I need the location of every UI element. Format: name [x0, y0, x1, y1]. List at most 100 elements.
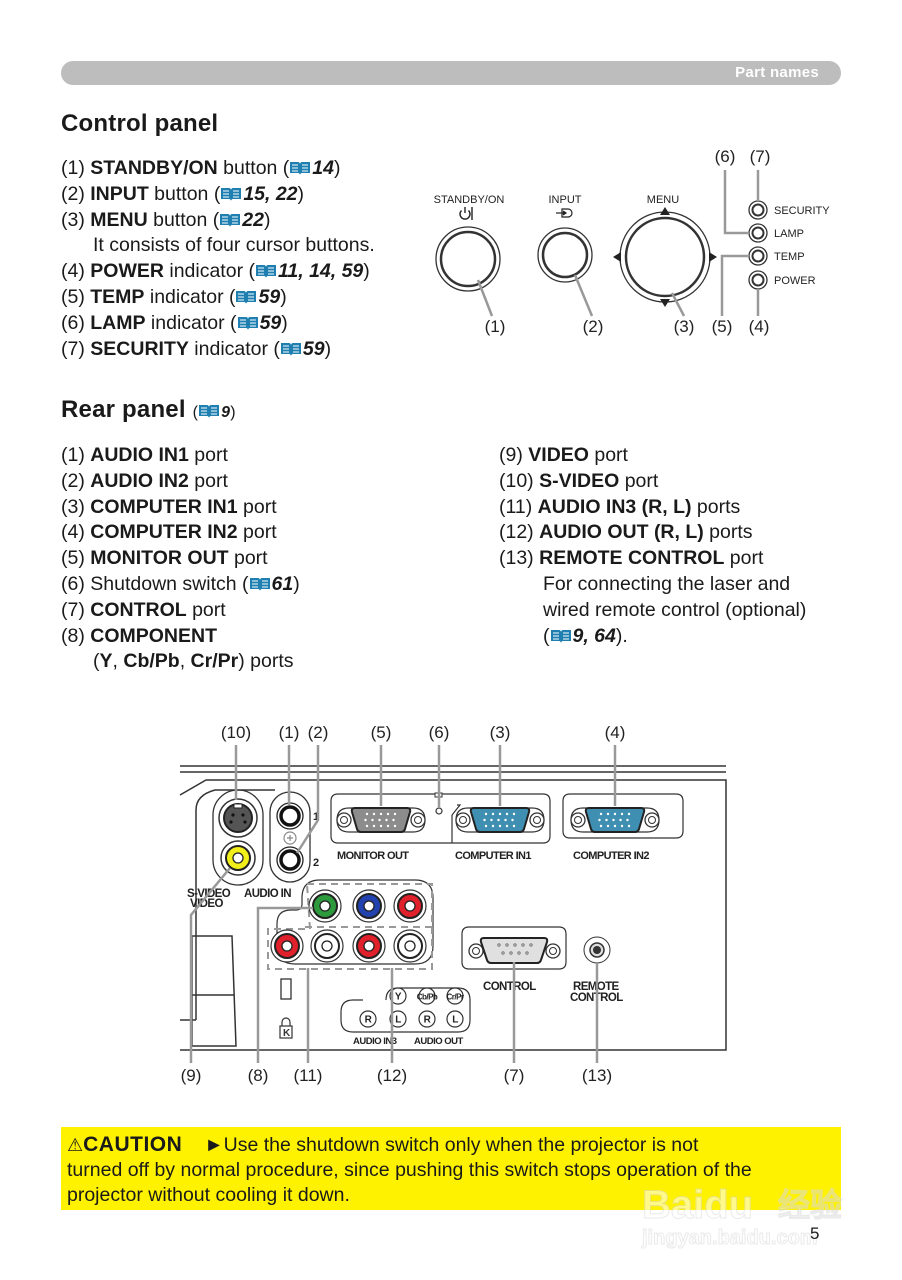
control-port[interactable]	[468, 937, 561, 964]
video-port[interactable]	[220, 840, 256, 876]
page-ref[interactable]: 59	[302, 337, 325, 360]
audio-in3-r-port[interactable]	[270, 929, 304, 963]
remote-note-1: For connecting the laser and	[543, 572, 791, 595]
page-ref[interactable]: 22	[242, 208, 264, 231]
menu-label: MENU	[647, 194, 679, 206]
computer-in1-label: COMPUTER IN1	[455, 850, 531, 862]
menu-button[interactable]	[619, 211, 711, 303]
monitor-out-port[interactable]	[336, 807, 426, 833]
component-y-port[interactable]	[308, 889, 342, 923]
rear-item-13: (13) REMOTE CONTROL port	[499, 547, 764, 570]
book-ref-icon	[237, 315, 259, 331]
section-label: Part names	[735, 64, 819, 81]
rear-item-12: (12) AUDIO OUT (R, L) ports	[499, 521, 753, 544]
rear-item-6: (6) Shutdown switch (61)	[61, 572, 300, 595]
cr-pr-label: Cr/Pr	[446, 987, 464, 1005]
control-item-5: (5) TEMP indicator (59)	[61, 285, 287, 308]
page-ref[interactable]: 9, 64	[572, 624, 616, 647]
audio-in-housing	[269, 791, 311, 883]
security-indicator	[748, 200, 768, 220]
callout-6: (6)	[715, 147, 736, 166]
rear-callout-4: (4)	[605, 723, 626, 742]
svideo-port[interactable]	[218, 798, 258, 838]
cb-pb-label: Cb/Pb	[417, 987, 438, 1005]
book-ref-icon	[219, 212, 241, 228]
standby-label: STANDBY/ON	[434, 194, 505, 206]
page-ref[interactable]: 15, 22	[243, 182, 298, 205]
arrow-icon: ►	[204, 1134, 224, 1156]
audio-in3-r-label: R	[359, 1010, 377, 1028]
temp-label: TEMP	[774, 251, 805, 263]
rear-callout-7: (7)	[504, 1066, 525, 1085]
control-panel-list: (1) STANDBY/ON button (14) (2) INPUT but…	[61, 156, 375, 362]
book-ref-icon	[249, 576, 271, 592]
rear-item-4: (4) COMPUTER IN2 port	[61, 521, 277, 544]
rear-callout-3: (3)	[490, 723, 511, 742]
rear-panel-title-row: Rear panel (9)	[61, 396, 236, 423]
callout-1: (1)	[485, 317, 506, 336]
input-symbol-icon	[556, 208, 573, 218]
rear-item-1: (1) AUDIO IN1 port	[61, 444, 228, 466]
rear-panel-diagram: 1 2 S-VIDEO VIDEO AUDIO IN MONITOR OUT C…	[179, 723, 727, 1085]
component-cb-port[interactable]	[352, 889, 386, 923]
svg-text:Cr/Pr: Cr/Pr	[446, 993, 463, 1002]
rear-panel-title: Rear panel	[61, 396, 186, 423]
rear-item-10: (10) S-VIDEO port	[499, 469, 659, 492]
page-ref[interactable]: 59	[259, 311, 282, 334]
svg-text:R: R	[365, 1015, 373, 1026]
caution-title: CAUTION	[83, 1133, 183, 1156]
section-header-bar: Part names	[61, 61, 841, 85]
audio-in3-l-port[interactable]	[310, 929, 344, 963]
audio-in2-port[interactable]	[276, 846, 304, 874]
audio-out-label: AUDIO OUT	[414, 1036, 464, 1047]
page-ref[interactable]: 11, 14, 59	[277, 260, 364, 283]
callout-4: (4)	[749, 317, 770, 336]
audio-in1-port[interactable]	[276, 802, 304, 830]
audio-in-label: AUDIO IN	[244, 888, 291, 900]
svg-text:L: L	[452, 1015, 458, 1026]
component-cr-port[interactable]	[393, 889, 427, 923]
rear-callout-11: (11)	[294, 1066, 323, 1085]
control-item-3: (3) MENU button (22)	[61, 208, 271, 231]
page-ref[interactable]: 61	[271, 572, 294, 595]
rear-item-9: (9) VIDEO port	[499, 444, 628, 466]
rear-callout-6: (6)	[429, 723, 450, 742]
audio-out-r-label: R	[418, 1010, 436, 1028]
callout-leaders	[476, 170, 760, 317]
power-symbol-icon	[459, 207, 473, 220]
audio-out-r-port[interactable]	[352, 929, 386, 963]
component-note: (Y, Cb/Pb, Cr/Pr) ports	[93, 650, 294, 673]
rear-panel-list-right: (9) VIDEO port (10) S-VIDEO port (11) AU…	[499, 443, 806, 649]
rear-callout-9: (9)	[181, 1066, 202, 1085]
page-ref[interactable]: 59	[258, 285, 281, 308]
callout-5: (5)	[712, 317, 733, 336]
computer-in1-port[interactable]	[455, 807, 545, 833]
book-ref-icon	[235, 289, 257, 305]
page-number: 5	[810, 1224, 820, 1243]
rear-callout-10: (10)	[221, 723, 251, 742]
computer-in2-port[interactable]	[570, 807, 660, 833]
page-ref[interactable]: 14	[312, 157, 334, 179]
svg-text:Cb/Pb: Cb/Pb	[417, 993, 438, 1002]
rear-item-11: (11) AUDIO IN3 (R, L) ports	[499, 495, 741, 518]
rear-item-2: (2) AUDIO IN2 port	[61, 469, 228, 492]
control-item-6: (6) LAMP indicator (59)	[61, 311, 288, 334]
page-ref[interactable]: 9	[221, 404, 231, 421]
remote-control-port[interactable]	[583, 936, 611, 964]
temp-indicator	[748, 246, 768, 266]
audio-in3-l-label: L	[389, 1010, 407, 1028]
rear-callout-leaders	[189, 745, 617, 1063]
watermark-url: jingyan.baidu.com	[641, 1227, 818, 1249]
input-button[interactable]	[537, 227, 593, 283]
audio-out-l-port[interactable]	[393, 929, 427, 963]
standby-on-button[interactable]	[435, 226, 501, 292]
control-item-1: (1) STANDBY/ON button (14)	[61, 157, 341, 179]
remote-note-2: wired remote control (optional)	[543, 598, 807, 621]
rear-callout-1: (1)	[279, 723, 300, 742]
svg-text:R: R	[424, 1015, 432, 1026]
book-ref-icon	[289, 160, 311, 176]
remote-note-ref: (9, 64).	[543, 624, 628, 647]
caution-box: ⚠CAUTION►Use the shutdown switch only wh…	[61, 1127, 841, 1210]
monitor-out-label: MONITOR OUT	[337, 850, 409, 862]
security-label: SECURITY	[774, 205, 830, 217]
